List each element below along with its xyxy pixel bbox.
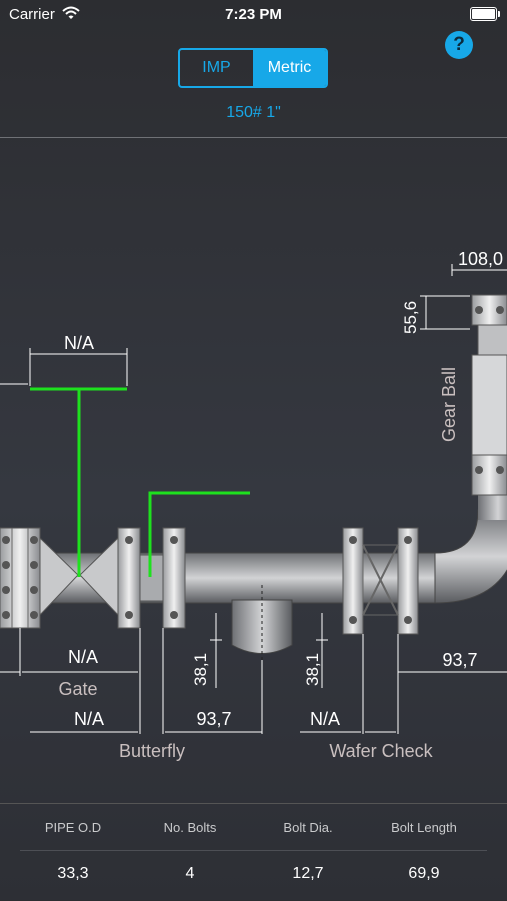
wifi-icon: [62, 6, 80, 19]
units-segmented-control[interactable]: IMP Metric: [178, 48, 328, 88]
header-divider: [0, 137, 507, 138]
gate-label: Gate: [58, 679, 97, 699]
butterfly-width-dimension: N/A: [74, 709, 104, 729]
gear-height-dimension: 55,6: [401, 301, 420, 334]
top-dimension: 108,0: [458, 249, 503, 269]
table-row: 33,3 4 12,7 69,9: [0, 851, 507, 897]
value-bolt-length: 69,9: [408, 865, 440, 882]
butterfly-label: Butterfly: [119, 741, 185, 761]
table-divider: [20, 850, 487, 851]
right-dimension: 93,7: [442, 650, 477, 670]
header-no-bolts: No. Bolts: [163, 819, 217, 835]
metric-segment[interactable]: Metric: [253, 50, 326, 86]
imp-segment[interactable]: IMP: [202, 59, 231, 76]
battery-icon: [470, 7, 500, 21]
value-pipe-od: 33,3: [57, 865, 89, 882]
gate-width-dimension: N/A: [68, 647, 98, 667]
branch-left-dimension: 38,1: [191, 653, 210, 686]
value-bolt-dia: 12,7: [292, 865, 324, 882]
value-no-bolts: 4: [185, 865, 195, 882]
butterfly-face-dimension: 93,7: [196, 709, 231, 729]
status-time: 7:23 PM: [225, 6, 282, 23]
header-bolt-length: Bolt Length: [391, 819, 457, 835]
wafer-width-dimension: N/A: [310, 709, 340, 729]
pressure-size-label[interactable]: 150# 1": [226, 104, 281, 121]
header-bolt-dia: Bolt Dia.: [283, 819, 333, 835]
gate-top-dimension: N/A: [64, 333, 94, 353]
wafer-check-label: Wafer Check: [329, 741, 433, 761]
gear-ball-label: Gear Ball: [439, 367, 459, 442]
table-header-row: PIPE O.D No. Bolts Bolt Dia. Bolt Length: [0, 804, 507, 851]
piping-diagram: N/A 108,0 55,6 N/A N/A 93,7 38,1 38,1 N/…: [0, 249, 507, 761]
header-pipe-od: PIPE O.D: [44, 819, 102, 835]
help-button[interactable]: ?: [445, 31, 473, 59]
bolt-spec-table: PIPE O.D No. Bolts Bolt Dia. Bolt Length…: [0, 803, 507, 901]
status-bar: Carrier 7:23 PM: [0, 0, 507, 28]
branch-right-dimension: 38,1: [303, 653, 322, 686]
carrier-label: Carrier: [9, 6, 55, 23]
